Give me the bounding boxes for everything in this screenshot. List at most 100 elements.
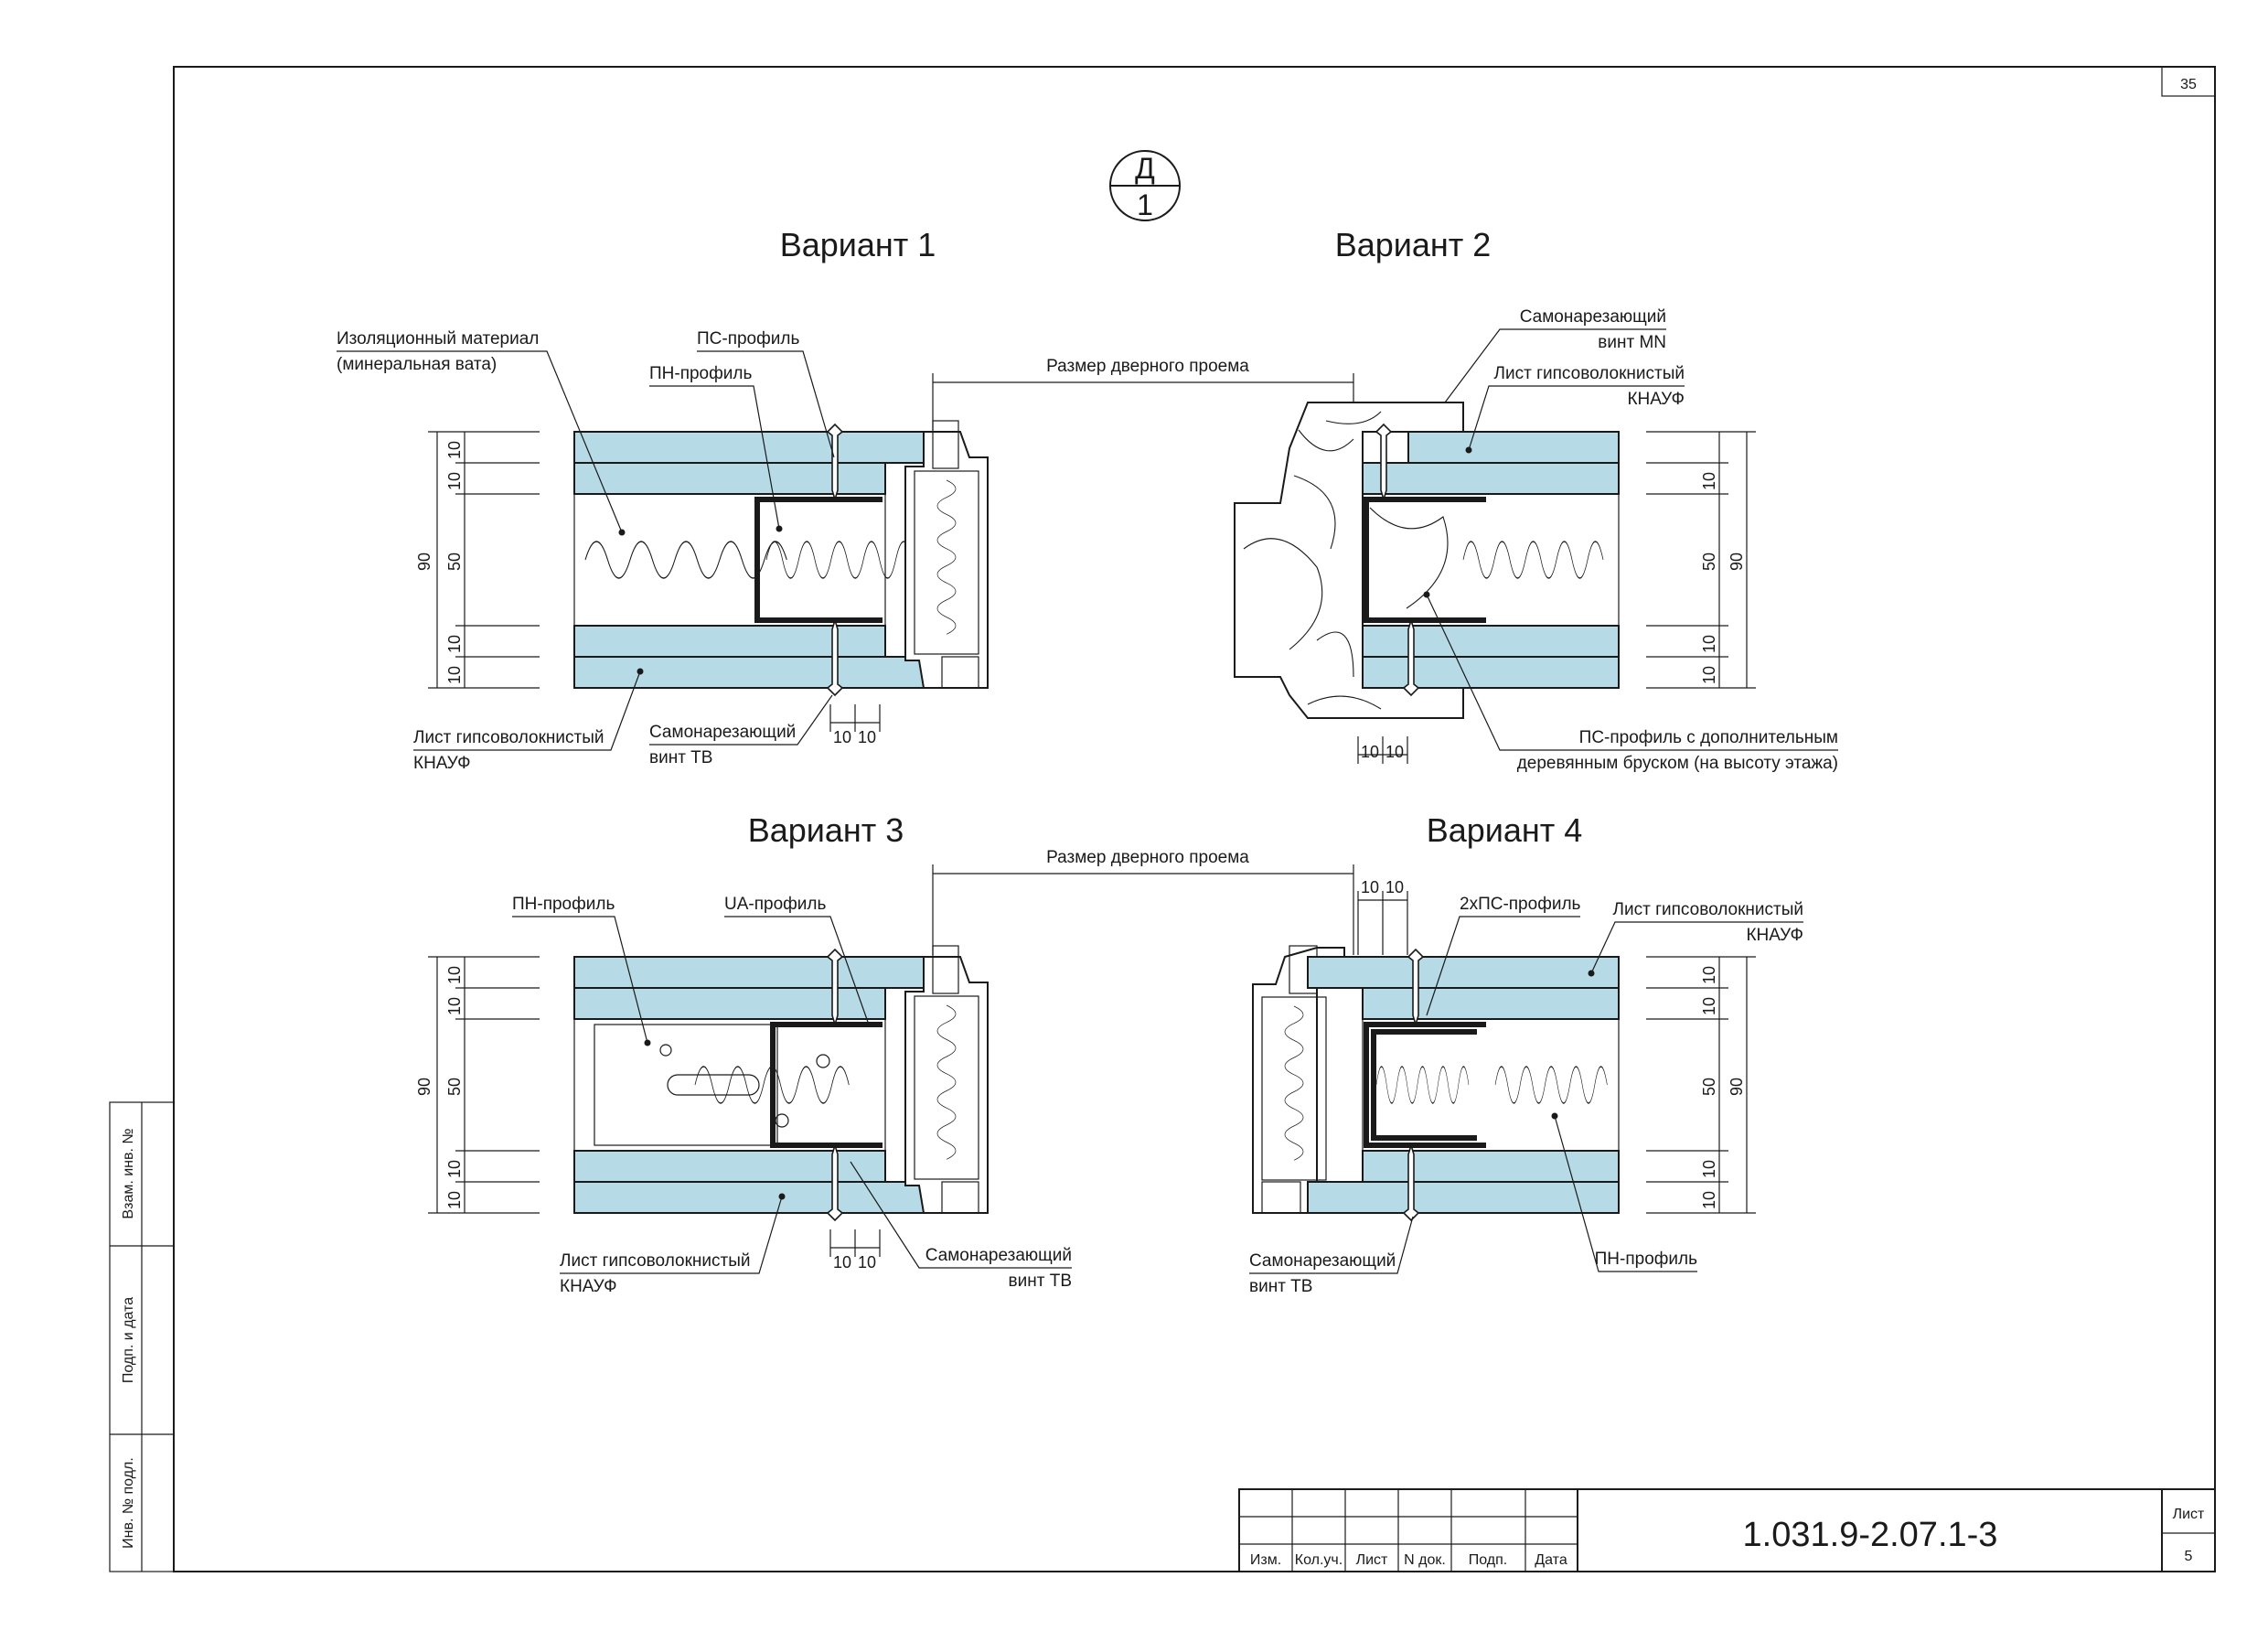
v3-insulation-zone xyxy=(573,1018,886,1152)
v3-screw-top xyxy=(826,948,844,1027)
v3-dim-50: 50 xyxy=(445,1078,464,1096)
v2-screw-leader xyxy=(1444,328,1666,403)
v1-insulation-zone xyxy=(573,493,886,627)
v3-board-top-inner xyxy=(573,987,886,1020)
v1-board-leader xyxy=(413,671,641,751)
v3-board-label-1: Лист гипсоволокнистый xyxy=(560,1251,750,1271)
v4-screw-leader xyxy=(1249,1216,1414,1274)
variant-1-title: Вариант 1 xyxy=(780,226,936,263)
side-stamp: Взам. инв. № Подп. и дата Инв. № подл. xyxy=(109,1101,175,1572)
v1-screw-label-1: Самонарезающий xyxy=(649,723,796,742)
v4-board-top-outer xyxy=(1307,956,1620,989)
v1-dim-bottom-10a: 10 xyxy=(833,728,851,746)
v4-dimensions: 10 10 50 10 10 90 10 10 xyxy=(1357,878,1756,1214)
v3-opening-label: Размер дверного проема xyxy=(1046,848,1249,867)
v3-dim-10c: 10 xyxy=(445,1160,464,1178)
v2-dim-50: 50 xyxy=(1700,553,1718,571)
v1-dim-10a: 10 xyxy=(445,441,464,459)
v1-board-bottom-inner xyxy=(573,625,886,658)
v1-insulation-label-1: Изоляционный материал xyxy=(337,329,539,349)
title-block: Изм. Кол.уч. Лист N док. Подп. Дата 1.03… xyxy=(1238,1488,2216,1572)
v3-board-top-outer xyxy=(573,956,932,989)
variant-2-title: Вариант 2 xyxy=(1335,226,1492,263)
sheet-frame xyxy=(173,66,2216,1572)
v4-board-bottom-outer xyxy=(1307,1181,1620,1214)
v3-screw-label-1: Самонарезающий xyxy=(925,1246,1072,1265)
v3-ua-leader xyxy=(724,916,870,1025)
v3-dim-bottom-10b: 10 xyxy=(858,1253,876,1272)
v4-dim-10b: 10 xyxy=(1700,997,1718,1015)
v1-board-label-2: КНАУФ xyxy=(413,754,471,773)
v3-board-bottom-inner xyxy=(573,1150,886,1183)
v1-board-top-outer xyxy=(573,431,932,464)
v3-screw-leader xyxy=(850,1161,1072,1269)
v2-board-bottom-inner xyxy=(1362,625,1620,658)
v1-insulation-leader xyxy=(337,350,623,533)
tb-col-ndok: N док. xyxy=(1404,1552,1446,1568)
v2-ps-label-1: ПС-профиль с дополнительным xyxy=(1579,728,1838,747)
v3-screw-label-2: винт TB xyxy=(1009,1272,1072,1291)
v3-ua-plate xyxy=(594,1024,778,1146)
side-stamp-cell3: Инв. № подл. xyxy=(121,1457,136,1549)
v4-board-top-inner xyxy=(1362,987,1620,1020)
variant-4-title: Вариант 4 xyxy=(1427,811,1583,849)
v2-wool xyxy=(1462,541,1604,579)
v4-insulation-zone xyxy=(1362,1018,1620,1152)
v1-screw-top xyxy=(826,423,844,502)
v3-board-label-2: КНАУФ xyxy=(560,1277,617,1296)
tb-col-izm: Изм. xyxy=(1250,1552,1281,1568)
v2-dim-bottom-10a: 10 xyxy=(1361,743,1379,761)
v1-dim-90: 90 xyxy=(415,553,433,571)
v1-dimensions: 10 10 50 10 10 90 10 10 xyxy=(415,431,881,746)
section-marker-letter: Д xyxy=(1135,152,1155,185)
v2-ps-label-2: деревянным бруском (на высоту этажа) xyxy=(1517,754,1838,773)
v1-pn-leader xyxy=(649,385,780,530)
v1-screw-leader xyxy=(649,694,833,746)
v4-wool-profile xyxy=(1375,1066,1470,1104)
v3-pn-leader xyxy=(512,916,648,1044)
v1-dim-50: 50 xyxy=(445,553,464,571)
v1-board-bottom-outer xyxy=(573,656,932,689)
section-marker: Д 1 xyxy=(1109,150,1181,221)
v1-wool-profile xyxy=(765,541,913,579)
v4-dim-top-10b: 10 xyxy=(1385,878,1404,896)
v1-ps-label: ПС-профиль xyxy=(697,329,799,349)
tb-col-list: Лист xyxy=(1356,1552,1388,1568)
page-number: 35 xyxy=(2180,77,2197,92)
v1-ps-leader xyxy=(697,350,835,458)
variant-3-title: Вариант 3 xyxy=(748,811,904,849)
v4-board-leader xyxy=(1590,921,1803,974)
v4-dim-50: 50 xyxy=(1700,1078,1718,1096)
v4-dim-10a: 10 xyxy=(1700,966,1718,984)
v3-door-frame xyxy=(904,956,989,1214)
v2-screw-top xyxy=(1375,423,1393,502)
v4-board-label-1: Лист гипсоволокнистый xyxy=(1613,900,1803,919)
v1-screw-label-2: винт TB xyxy=(649,748,712,767)
v4-board-label-2: КНАУФ xyxy=(1746,926,1803,945)
v4-screw-top xyxy=(1407,948,1425,1027)
tb-col-podp: Подп. xyxy=(1469,1552,1508,1568)
document-code: 1.031.9-2.07.1-3 xyxy=(1743,1516,1998,1554)
v1-dim-10c: 10 xyxy=(445,635,464,653)
v3-pn-profile xyxy=(770,1022,883,1148)
v2-ps-profile xyxy=(1364,497,1486,623)
v4-screw-label-2: винт TB xyxy=(1249,1277,1312,1296)
side-stamp-cell1: Взам. инв. № xyxy=(121,1128,136,1218)
v1-dim-bottom-10b: 10 xyxy=(858,728,876,746)
v3-ua-label: UA-профиль xyxy=(724,895,826,914)
v4-dim-10c: 10 xyxy=(1700,1160,1718,1178)
v4-screw-label-1: Самонарезающий xyxy=(1249,1251,1396,1271)
v3-dim-10a: 10 xyxy=(445,966,464,984)
v1-screw-bottom xyxy=(826,617,844,697)
variant-2: Вариант 2 10 50 10 10 90 xyxy=(1234,226,1838,773)
v4-dim-90: 90 xyxy=(1728,1078,1746,1096)
v4-ps2-leader xyxy=(1426,916,1580,1016)
sheet-label: Лист xyxy=(2173,1507,2205,1522)
v2-dim-10a: 10 xyxy=(1700,472,1718,490)
v4-ps-profile-inner xyxy=(1371,1029,1477,1141)
v1-dim-10b: 10 xyxy=(445,472,464,490)
sheet-number: 5 xyxy=(2185,1549,2193,1564)
v2-wood-grain xyxy=(1243,411,1382,710)
v3-dimensions: 10 10 50 10 10 90 10 10 xyxy=(415,956,881,1272)
